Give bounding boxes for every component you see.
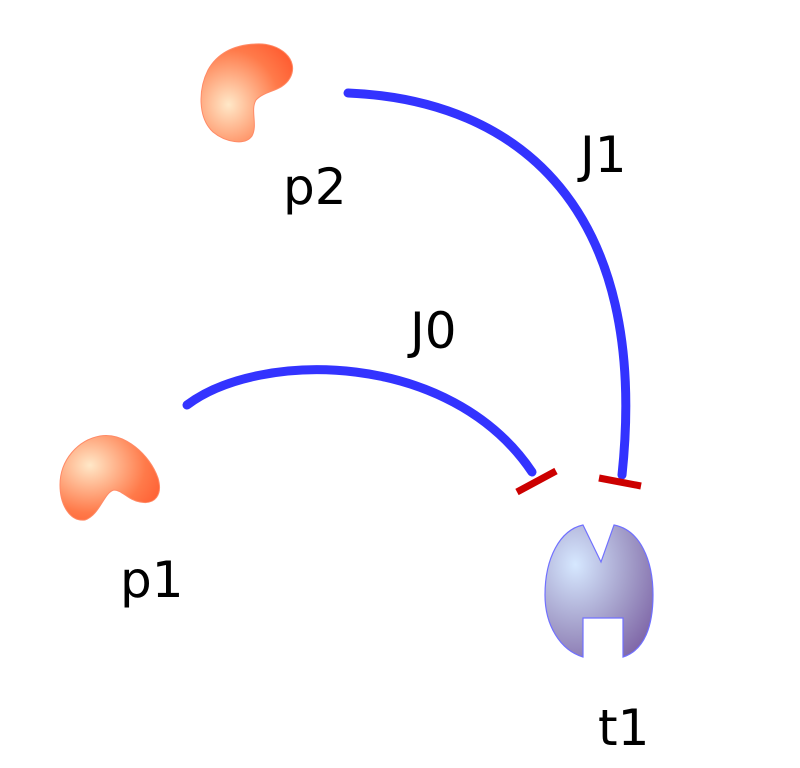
edge-j0[interactable]: [182, 365, 537, 477]
edge-label-j1: J1: [580, 126, 627, 184]
node-label-p2: p2: [283, 158, 347, 216]
protein-p1-icon[interactable]: [59, 435, 160, 521]
inhibitor-bar-j0: [515, 467, 558, 496]
edge-label-j0: J0: [410, 302, 457, 360]
target-t1-icon[interactable]: [544, 524, 654, 658]
inhibitor-bar-j1: [598, 474, 642, 490]
node-label-t1: t1: [598, 699, 650, 757]
protein-p2-icon[interactable]: [200, 43, 293, 143]
edge-j1[interactable]: [343, 88, 631, 480]
node-label-p1: p1: [120, 551, 184, 609]
